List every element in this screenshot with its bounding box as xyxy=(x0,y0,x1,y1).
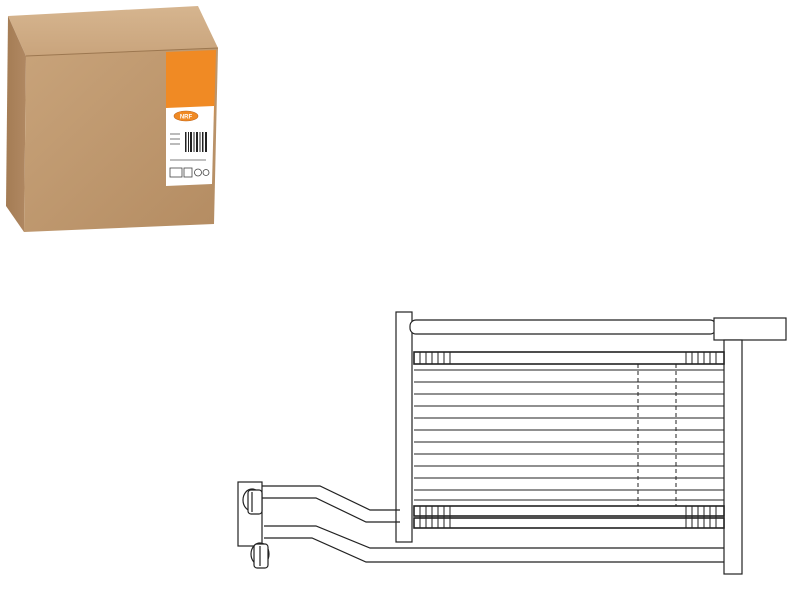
barcode-icon xyxy=(184,130,208,154)
cooler-core-fins xyxy=(414,364,724,506)
bottom-side-plate-upper xyxy=(413,505,725,517)
top-right-bracket xyxy=(713,317,787,341)
svg-text:NRF: NRF xyxy=(180,115,193,121)
product-box-photo: NRF xyxy=(0,0,230,240)
pipe-connector-upper-icon xyxy=(242,488,263,515)
box-top-face xyxy=(8,6,218,56)
top-pipe xyxy=(409,319,717,335)
box-side-face xyxy=(6,16,26,232)
pipe-connector-lower-icon xyxy=(250,542,270,569)
top-side-plate xyxy=(413,351,725,365)
plate-hatching xyxy=(419,352,717,528)
nrf-logo: NRF xyxy=(173,110,199,122)
cardboard-box-illustration: NRF xyxy=(6,6,219,232)
bottom-side-plate-lower xyxy=(413,517,725,529)
certification-marks-icon xyxy=(169,167,210,178)
oil-cooler-line-art xyxy=(237,311,787,575)
label-text-lines xyxy=(170,133,206,161)
box-label-orange xyxy=(166,50,216,122)
lower-outlet-pipe xyxy=(264,525,724,563)
right-header-tank xyxy=(723,339,743,575)
oil-cooler-drawing xyxy=(230,300,800,585)
upper-inlet-pipe xyxy=(258,485,400,523)
left-header-tank xyxy=(395,311,413,543)
